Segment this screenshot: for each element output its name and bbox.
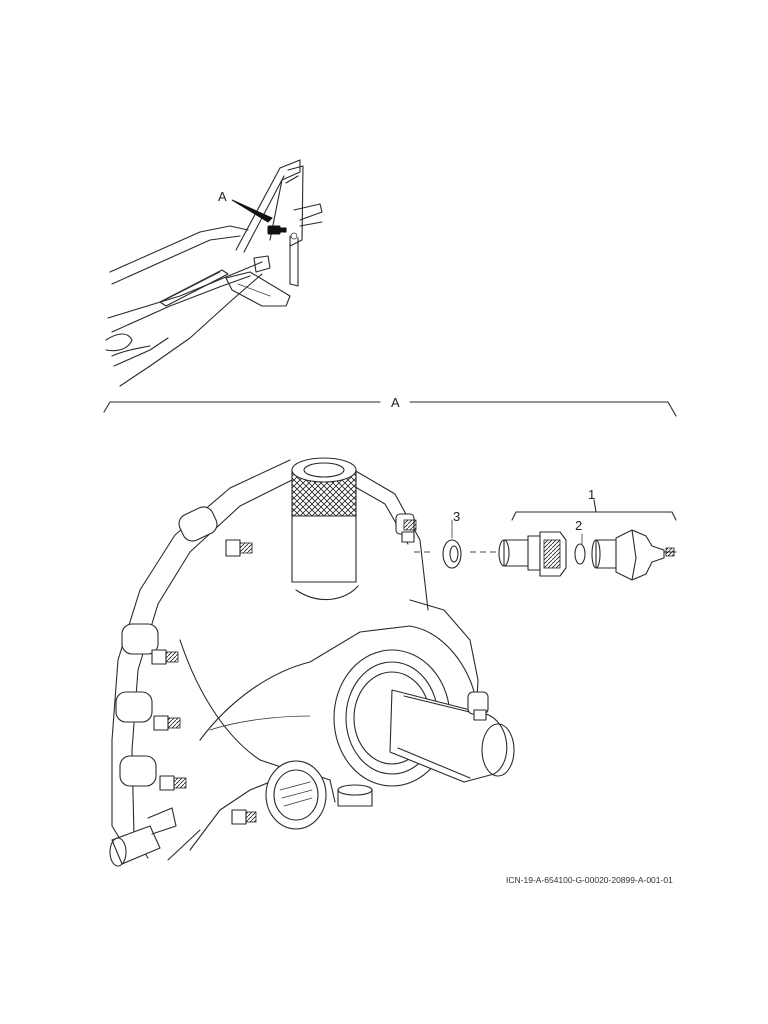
detail-title-label: A	[391, 395, 400, 410]
stud-5	[119, 755, 187, 791]
item-3-label: 3	[453, 509, 460, 524]
stud-1	[178, 506, 253, 557]
item-1-label: 1	[588, 487, 595, 502]
stud-7	[231, 809, 257, 825]
valve-body-item-1	[498, 531, 567, 577]
cap-item-1	[591, 529, 677, 581]
stud-4	[115, 691, 181, 731]
item-2-label: 2	[575, 518, 582, 533]
o-ring-item-2	[574, 533, 586, 565]
aircraft-tail-locator: A	[105, 159, 323, 387]
washer-item-3	[442, 519, 462, 569]
flange-studs	[115, 506, 489, 825]
stud-2	[395, 513, 417, 543]
exploded-parts: 1 2 3	[414, 487, 677, 581]
icn-code: ICN-19-A-654100-G-00020-20899-A-001-01	[506, 875, 673, 885]
stud-3	[121, 623, 179, 665]
detail-bracket: A	[103, 395, 677, 417]
stud-6	[467, 691, 489, 721]
view-marker-label: A	[218, 189, 227, 204]
